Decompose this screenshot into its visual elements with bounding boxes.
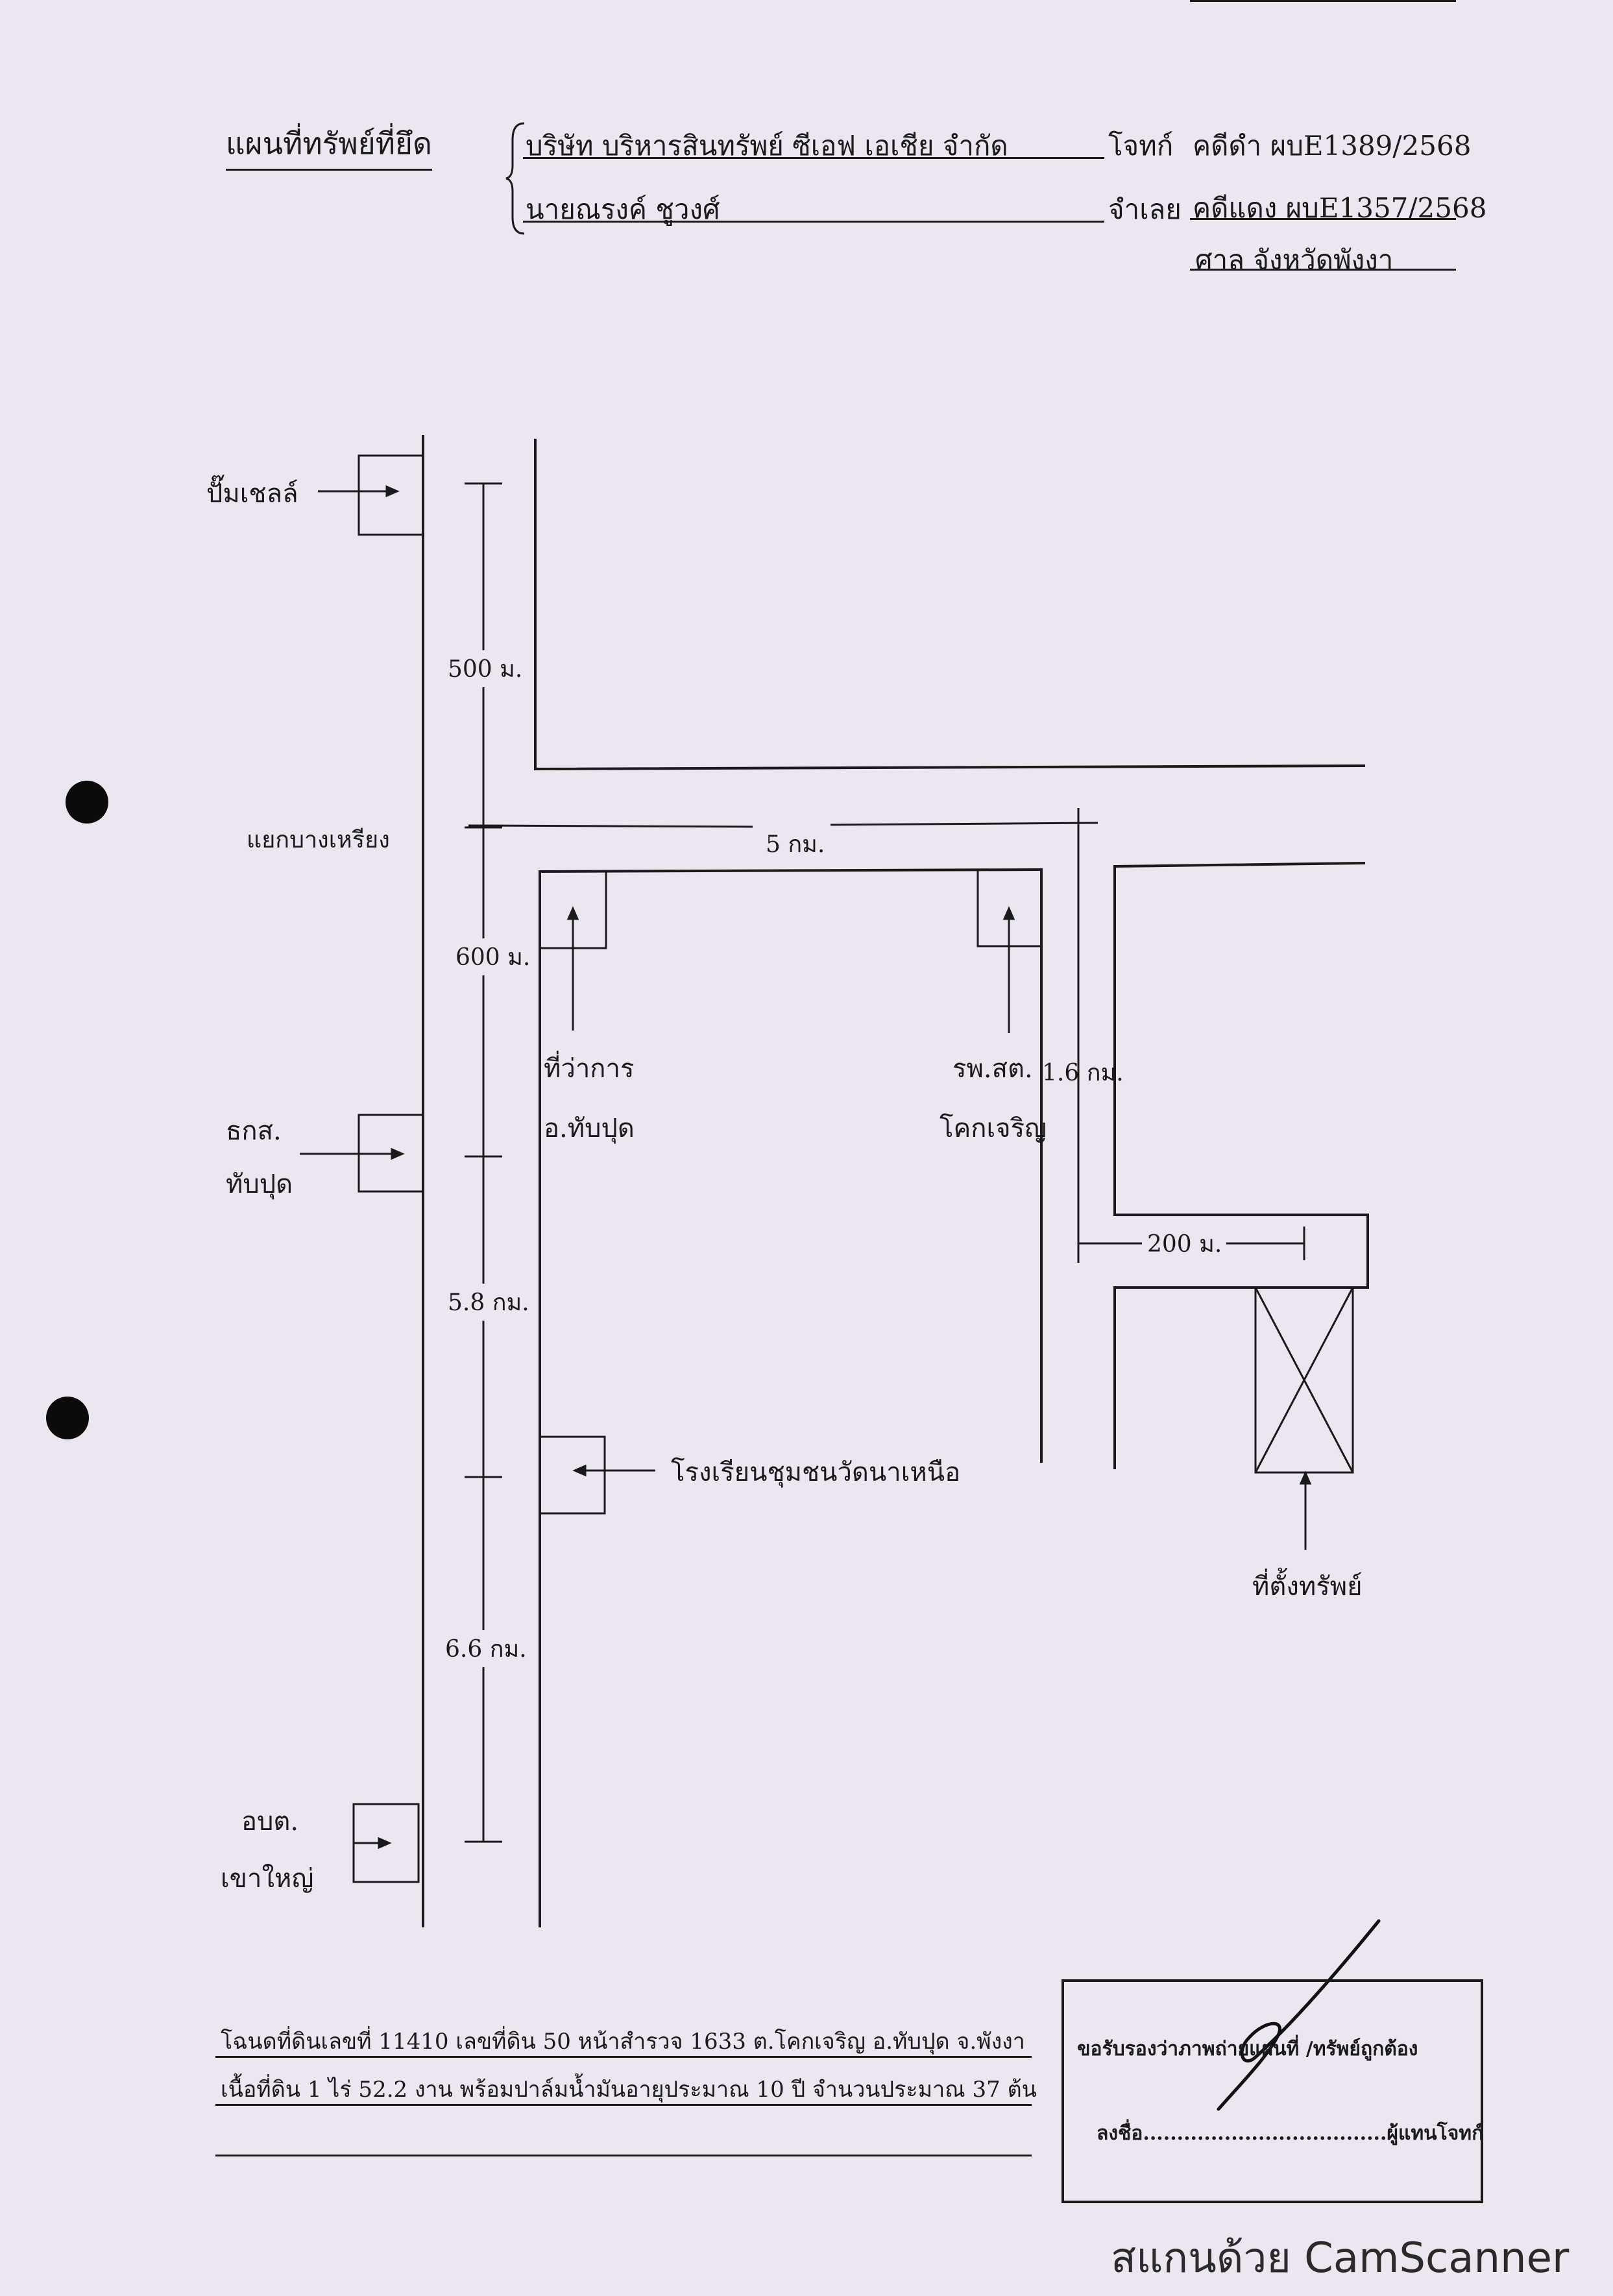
certify-text: ขอรับรองว่าภาพถ่ายแผนที่ /ทรัพย์ถูกต้อง [1077,2038,1418,2060]
distance-500m: 500 ม. [448,650,523,687]
label-sao-1: อบต. [241,1807,299,1837]
upper-road-edge [533,764,1366,771]
label-baac-2: ทับปุด [226,1169,293,1199]
deed-description-line2: เนื้อที่ดิน 1 ไร่ 52.2 งาน พร้อมปาล์มน้ำ… [221,2077,1037,2103]
deed-description-line1: โฉนดที่ดินเลขที่ 11410 เลขที่ดิน 50 หน้า… [221,2029,1025,2055]
footer-underline-1 [215,2056,1032,2058]
distance-200m: 200 ม. [1147,1231,1222,1258]
label-sao-2: เขาใหญ่ [221,1864,314,1894]
defendant-label: จำเลย [1108,193,1182,225]
label-hospital-1: รพ.สต. [952,1054,1033,1084]
label-hospital-2: โคกเจริญ [940,1114,1047,1143]
black-case-number: คดีดำ ผบE1389/2568 [1193,130,1472,162]
certification-box: ขอรับรองว่าภาพถ่ายแผนที่ /ทรัพย์ถูกต้อง … [1061,1979,1483,2203]
arrow-baac-head [391,1147,405,1160]
label-district-office-2: อ.ทับปุด [544,1114,635,1143]
side-road-top-edge [1113,861,1366,868]
shell-pump-box [358,454,424,536]
distance-600m: 600 ม. [455,938,531,975]
arrow-school-head [572,1464,587,1477]
arrow-shell-head [385,485,400,498]
map-title: แผนที่ทรัพย์ที่ยึด [226,120,432,171]
dimension-line-5km-left [468,824,753,828]
arrow-district-head [566,906,579,920]
property-box [1254,1286,1354,1474]
plaintiff-underline [523,157,1104,159]
distance-5-8km: 5.8 กม. [448,1284,529,1321]
label-property: ที่ตั้งทรัพย์ [1252,1572,1363,1602]
label-junction: แยกบางเหรียง [247,827,390,853]
property-cross-b [1254,1287,1354,1473]
defendant-name: นายณรงค์ ชูวงศ์ [526,193,720,225]
distance-5km: 5 กม. [766,831,825,858]
court-underline [1190,269,1456,271]
signature-line: ลงชื่อ..................................… [1097,2122,1484,2145]
plaintiff-label: โจทก์ [1108,130,1174,162]
dimension-line-5km-right [830,822,1098,826]
label-district-office-1: ที่ว่าการ [544,1054,635,1084]
distance-6-6km: 6.6 กม. [445,1630,527,1667]
defendant-underline [523,221,1104,223]
school-box [539,1435,606,1515]
label-shell-pump: ปั๊มเชลล์ [206,479,298,509]
label-baac-1: ธกส. [226,1116,282,1146]
red-case-underline [1190,218,1456,220]
camscanner-watermark: สแกนด้วย CamScanner [1111,2234,1570,2282]
arrow-hospital-head [1002,906,1015,920]
black-case-underline [1190,0,1456,2]
footer-underline-3 [215,2155,1032,2156]
signature [1217,1919,1381,2111]
arrow-property-head [1299,1471,1312,1485]
footer-underline-2 [215,2104,1032,2106]
plaintiff-name: บริษัท บริหารสินทรัพย์ ซีเอฟ เอเชีย จำกั… [526,130,1008,162]
punch-hole-top [66,781,108,824]
distance-1-6km: 1.6 กม. [1042,1060,1124,1086]
punch-hole-bottom [46,1397,89,1439]
label-school: โรงเรียนชุมชนวัดนาเหนือ [671,1458,961,1487]
cross-road-lower-edge [538,868,1043,873]
arrow-sao-head [378,1837,392,1850]
party-brace [505,122,525,235]
